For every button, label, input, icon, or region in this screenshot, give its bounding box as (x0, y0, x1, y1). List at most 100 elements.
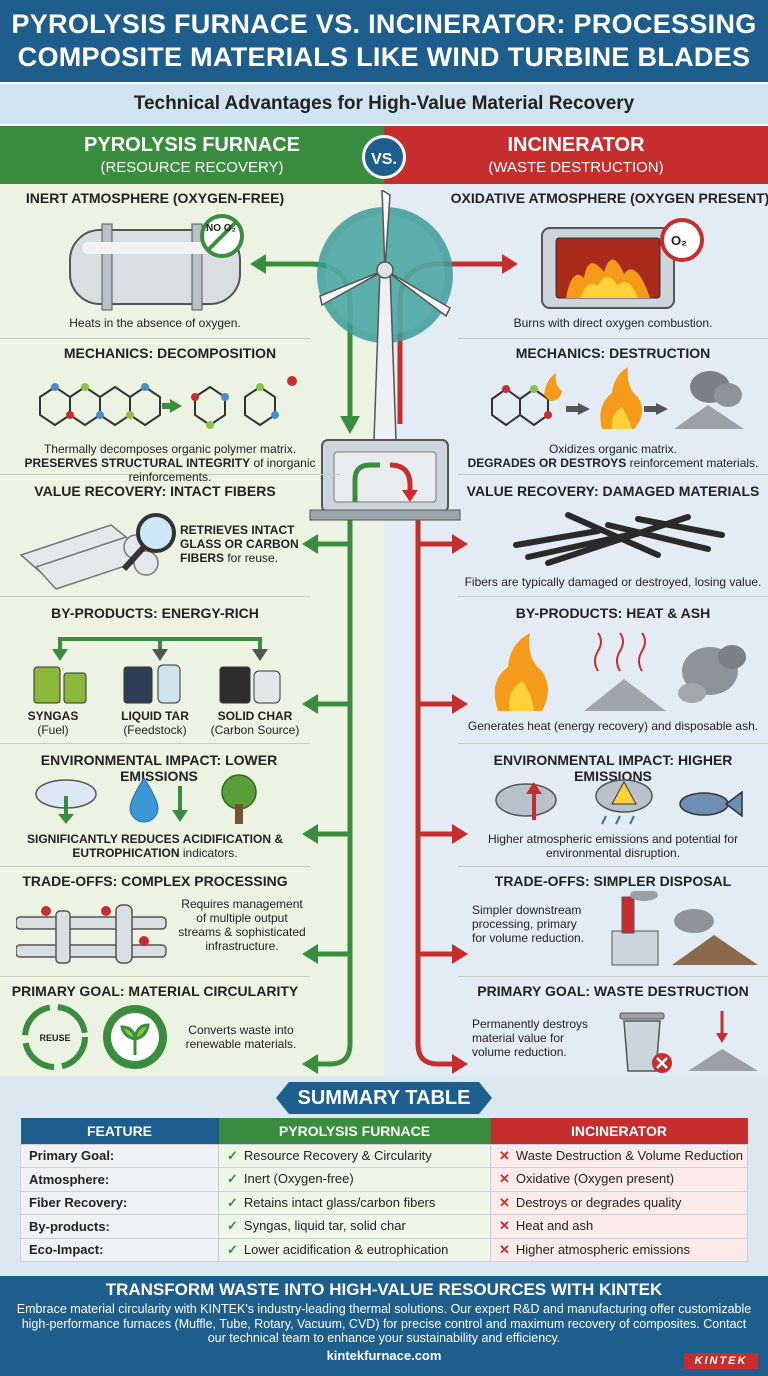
section-text: Simpler downstream processing, primary f… (472, 903, 585, 945)
section-text: Generates heat (energy recovery) and dis… (467, 719, 759, 733)
section-text: Heats in the absence of oxygen. (69, 316, 241, 330)
inc-cell: ✕ Waste Destruction & Volume Reduction (490, 1143, 748, 1168)
incinerator-title: INCINERATOR (507, 134, 645, 156)
feature-cell: Eco-Impact: (20, 1237, 219, 1262)
incinerator-furnace-icon (541, 218, 704, 309)
header: PYROLYSIS FURNACE VS. INCINERATOR: PROCE… (0, 0, 768, 82)
molecule-icon (39, 376, 297, 429)
emphasis: RETRIEVES INTACT GLASS OR CARBON FIBERS (180, 523, 299, 565)
summary-title: SUMMARY TABLE (276, 1082, 492, 1114)
section-text-2: DEGRADES OR DESTROYS reinforcement mater… (458, 456, 768, 470)
incinerator-subtitle: (WASTE DESTRUCTION) (488, 159, 664, 176)
byproduct-char: SOLID CHAR(Carbon Source) (205, 709, 305, 737)
pyro-cell: ✓ Inert (Oxygen-free) (218, 1167, 491, 1192)
pyro-cell: ✓ Lower acidification & eutrophication (218, 1237, 491, 1262)
table-row: By-products: ✓Syngas, liquid tar, solid … (20, 1214, 748, 1239)
footer-title: TRANSFORM WASTE INTO HIGH-VALUE RESOURCE… (105, 1280, 663, 1299)
section-title: BY-PRODUCTS: ENERGY-RICH (51, 605, 259, 621)
byproduct-tar: LIQUID TAR(Feedstock) (110, 709, 200, 737)
section-title: VALUE RECOVERY: INTACT FIBERS (34, 483, 276, 499)
section-title: MECHANICS: DECOMPOSITION (63, 345, 277, 361)
pyro-section-goal: PRIMARY GOAL: MATERIAL CIRCULARITY REUSE… (0, 977, 310, 1076)
inc-section-mechanics: MECHANICS: DESTRUCTION Oxidizes organic … (458, 339, 768, 475)
fiber-bundle-icon (19, 513, 176, 590)
feature-cell: Primary Goal: (20, 1143, 219, 1168)
pyrolysis-subtitle: (RESOURCE RECOVERY) (100, 159, 284, 176)
title-line-1: PYROLYSIS FURNACE VS. INCINERATOR: PROCE… (11, 9, 757, 39)
section-title: PRIMARY GOAL: MATERIAL CIRCULARITY (11, 983, 299, 999)
cross-icon: ✕ (499, 1218, 510, 1234)
header-incinerator: INCINERATOR (490, 1118, 748, 1144)
table-row: Fiber Recovery: ✓Retains intact glass/ca… (20, 1190, 748, 1215)
section-text: RETRIEVES INTACT GLASS OR CARBON FIBERS … (180, 523, 305, 565)
inc-section-value: VALUE RECOVERY: DAMAGED MATERIALS Fibers… (458, 475, 768, 597)
feature-cell: Atmosphere: (20, 1167, 219, 1192)
header-pyrolysis: PYROLYSIS FURNACE (218, 1118, 491, 1144)
inc-cell: ✕ Higher atmospheric emissions (490, 1237, 748, 1262)
inc-section-environment: ENVIRONMENTAL IMPACT: HIGHER EMISSIONS H… (458, 744, 768, 867)
section-text: Requires management of multiple output s… (178, 897, 306, 953)
cell-text: Inert (Oxygen-free) (243, 1171, 354, 1187)
section-text: Burns with direct oxygen combustion. (513, 316, 713, 330)
section-title: TRADE-OFFS: SIMPLER DISPOSAL (494, 873, 732, 889)
cell-text: Destroys or degrades quality (515, 1194, 682, 1210)
recycle-icon (22, 1004, 167, 1070)
cell-text: Oxidative (Oxygen present) (515, 1171, 675, 1187)
cell-text: Waste Destruction & Volume Reduction (515, 1147, 744, 1163)
footer-url-link[interactable]: kintekfurnace.com (326, 1347, 442, 1363)
section-text-1: Thermally decomposes organic polymer mat… (43, 442, 297, 456)
emissions-icons (495, 779, 743, 825)
pyro-section-byproducts: BY-PRODUCTS: ENERGY-RICH SYNGAS(Fuel) LI… (0, 597, 310, 744)
cross-icon: ✕ (499, 1194, 510, 1210)
byproduct-desc: (Fuel) (37, 723, 69, 737)
check-icon: ✓ (227, 1241, 238, 1257)
emphasis: PRESERVES STRUCTURAL INTEGRITY (24, 456, 251, 470)
cell-text: Lower acidification & eutrophication (243, 1241, 449, 1257)
summary-table: FEATURE PYROLYSIS FURNACE INCINERATOR Pr… (20, 1118, 748, 1262)
flow-arrows (250, 254, 518, 1074)
byproduct-desc: (Carbon Source) (210, 723, 300, 737)
section-text: Permanently destroys material value for … (472, 1017, 589, 1059)
barrels-icon (33, 637, 281, 704)
byproduct-name: SOLID CHAR (217, 709, 293, 723)
pyrolysis-header: PYROLYSIS FURNACE (RESOURCE RECOVERY) (0, 126, 384, 184)
section-title: OXIDATIVE ATMOSPHERE (OXYGEN PRESENT) (450, 190, 768, 206)
cross-icon: ✕ (499, 1171, 510, 1187)
table-row: Atmosphere: ✓ Inert (Oxygen-free) ✕ Oxidat… (20, 1167, 748, 1192)
incinerator-header: INCINERATOR (WASTE DESTRUCTION) (384, 126, 768, 184)
rest: reinforcement materials. (626, 456, 759, 470)
byproduct-name: SYNGAS (27, 709, 79, 723)
section-text-2: PRESERVES STRUCTURAL INTEGRITY of inorga… (0, 456, 340, 484)
section-title: PRIMARY GOAL: WASTE DESTRUCTION (477, 983, 749, 999)
byproduct-syngas: SYNGAS(Fuel) (18, 709, 88, 737)
trash-icon (619, 1011, 758, 1073)
eco-icons (35, 774, 257, 824)
inc-cell: ✕ Destroys or degrades quality (490, 1190, 748, 1215)
cross-icon: ✕ (499, 1147, 510, 1163)
pyro-section-mechanics: MECHANICS: DECOMPOSITION Thermally decom… (0, 339, 340, 484)
pyro-cell: ✓Syngas, liquid tar, solid char (218, 1214, 491, 1239)
check-icon: ✓ (227, 1171, 238, 1187)
section-title: ENVIRONMENTAL IMPACT: HIGHER EMISSIONS (493, 752, 733, 784)
emphasis: SIGNIFICANTLY REDUCES ACIDIFICATION & EU… (26, 832, 283, 860)
table-row: Primary Goal: ✓Resource Recovery & Circu… (20, 1143, 748, 1168)
feature-cell: By-products: (20, 1214, 219, 1239)
header-feature: FEATURE (20, 1118, 219, 1144)
check-icon: ✓ (227, 1147, 238, 1163)
cross-icon: ✕ (499, 1241, 510, 1257)
broken-fibers-icon (513, 512, 725, 566)
cell-text: Higher atmospheric emissions (515, 1241, 691, 1257)
inc-section-byproducts: BY-PRODUCTS: HEAT & ASH Generates heat (… (458, 597, 768, 744)
rest: for reuse. (224, 551, 279, 565)
pyro-cell: ✓Resource Recovery & Circularity (218, 1143, 491, 1168)
byproduct-desc: (Feedstock) (123, 723, 187, 737)
emphasis: DEGRADES OR DESTROYS (467, 456, 627, 470)
pipes-icon (16, 904, 167, 964)
o2-badge: O₂ (671, 233, 687, 248)
pyro-section-atmosphere: INERT ATMOSPHERE (OXYGEN-FREE) NO O₂ Hea… (0, 184, 310, 339)
pyro-section-environment: ENVIRONMENTAL IMPACT: LOWER EMISSIONS SI… (0, 744, 310, 867)
factory-icon (611, 891, 758, 966)
section-title: BY-PRODUCTS: HEAT & ASH (515, 605, 711, 621)
check-icon: ✓ (227, 1218, 238, 1234)
inc-cell: ✕ Oxidative (Oxygen present) (490, 1167, 748, 1192)
